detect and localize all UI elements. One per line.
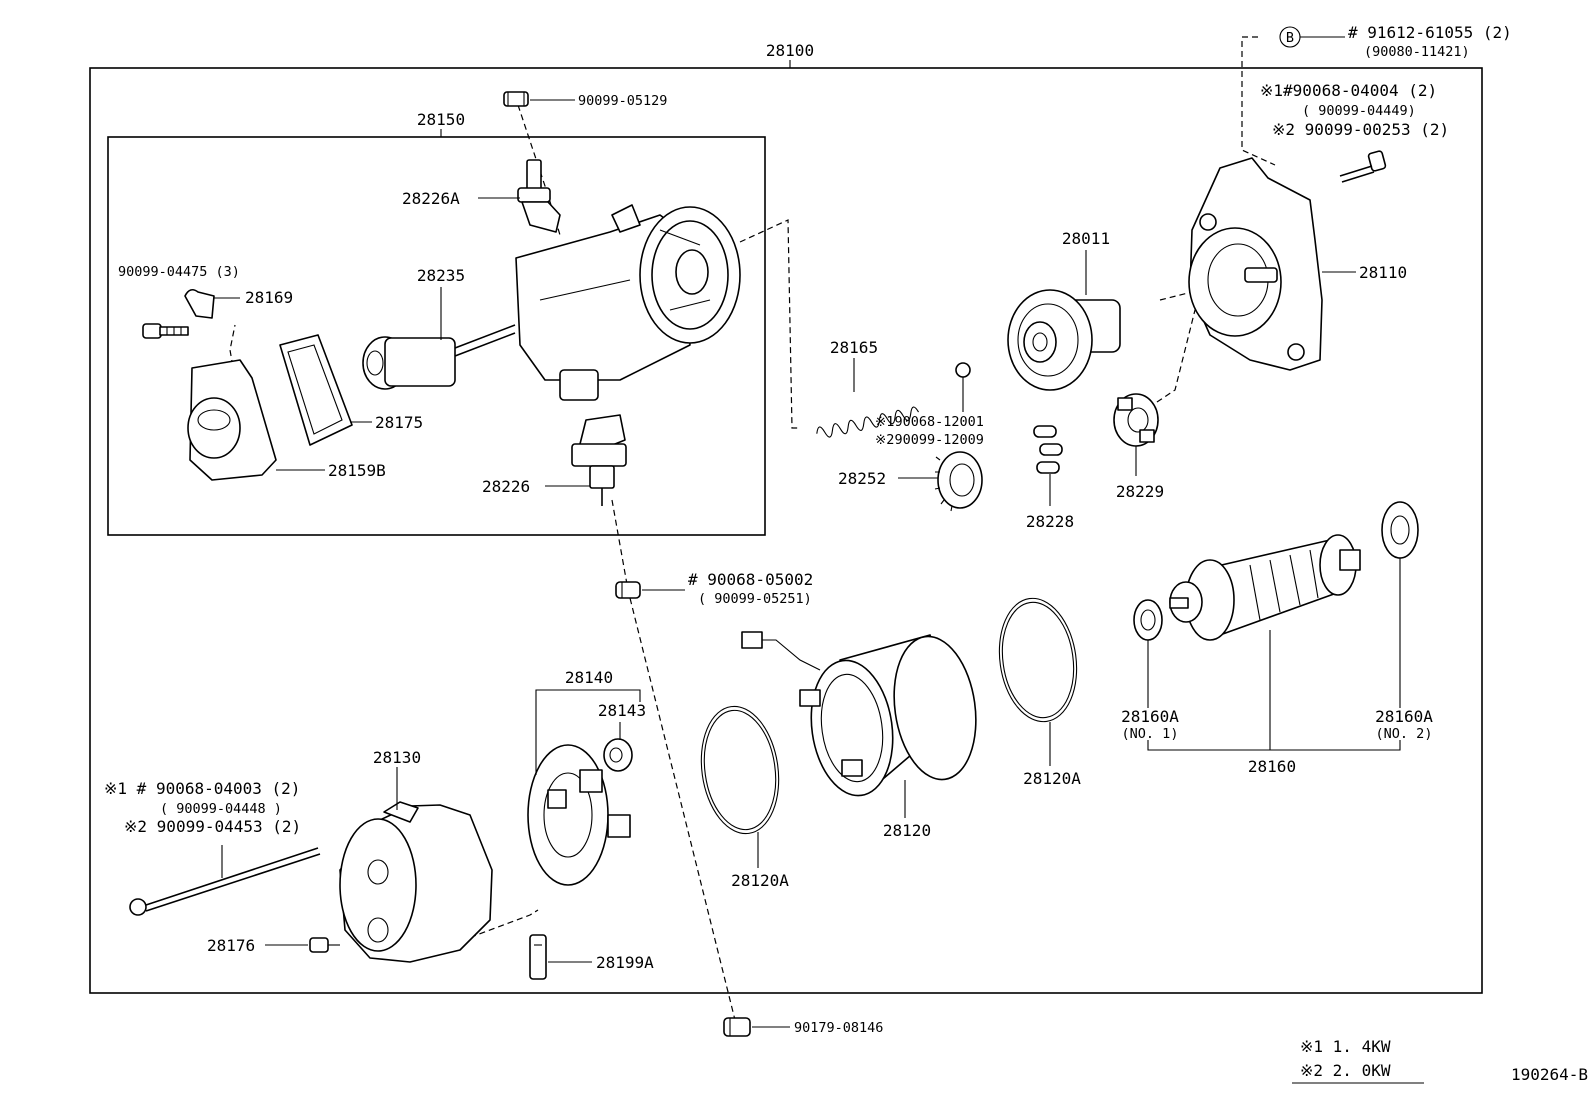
label-28226: 28226 [482,477,530,496]
label-90179-08146: 90179-08146 [794,1020,883,1036]
label-28226A: 28226A [402,189,460,208]
label-28160A-no1: 28160A [1121,707,1179,726]
label-28140: 28140 [565,668,613,687]
terminal-bolt-28226A [517,159,561,233]
label-28120A-left: 28120A [731,871,789,890]
o-ring-28120A-left-inner [703,709,777,831]
cover-28159B [187,359,277,481]
end-frame-28130 [339,801,493,963]
plunger-28235 [362,324,516,390]
magnetic-switch-housing [515,204,741,401]
through-bolt-90068-04003 [129,847,321,916]
label-28165: 28165 [830,338,878,357]
label-28110: 28110 [1359,263,1407,282]
armature-28160 [1169,534,1361,641]
bearing-28160A-no2 [1381,501,1419,559]
label-90099-05129: 90099-05129 [578,93,667,109]
label-90068-05002: # 90068-05002 [688,570,813,589]
nut-90068-05002 [615,581,641,599]
steel-ball [955,362,971,378]
terminal-28226 [571,414,627,506]
label-28169: 28169 [245,288,293,307]
legend-note-1: ※1 1. 4KW [1300,1037,1391,1056]
label-bottom-left-line3: ※2 90099-04453 (2) [124,817,301,836]
label-90099-04475: 90099-04475 (3) [118,264,240,280]
label-28252: 28252 [838,469,886,488]
brush-holder-28140 [527,744,631,886]
gear-28252 [934,451,983,512]
label-90068-12001: ※190068-12001 [875,414,984,430]
nut-90179-08146 [723,1017,751,1037]
leader-28160-group [1147,740,1401,751]
axis-drive-dash [1144,289,1201,411]
label-28120A-right: 28120A [1023,769,1081,788]
label-28160: 28160 [1248,757,1296,776]
label-28159B: 28159B [328,461,386,480]
yoke-28120 [741,631,977,797]
brush-spring-28143 [603,738,633,772]
rollers-28228 [1033,425,1063,474]
marker-b-label: B [1286,30,1294,46]
label-top-right-line1: ※1#90068-04004 (2) [1260,81,1437,100]
subassembly-number-label: 28150 [417,110,465,129]
label-28176: 28176 [207,936,255,955]
label-28130: 28130 [373,748,421,767]
legend-note-2: ※2 2. 0KW [1300,1061,1391,1080]
leader-28140-group [535,689,641,702]
label-28175: 28175 [375,413,423,432]
label-91612-61055: # 91612-61055 (2) [1348,23,1512,42]
label-90080-11421: (90080-11421) [1364,44,1470,60]
label-28235: 28235 [417,266,465,285]
assembly-28100-frame [89,67,1483,994]
bolt-90099-00253 [1339,150,1387,183]
screw-28176 [309,937,340,953]
label-top-right-line3: ※2 90099-00253 (2) [1272,120,1449,139]
label-28229: 28229 [1116,482,1164,501]
screw-90099-04475 [142,323,189,339]
label-90099-12009: ※290099-12009 [875,432,984,448]
axis-top-right-dash [1241,36,1276,166]
label-top-right-line2: ( 90099-04449) [1302,103,1416,119]
nut-90099-05129 [503,91,529,107]
label-28199A: 28199A [596,953,654,972]
label-28143: 28143 [598,701,646,720]
o-ring-28120A-right-inner [1001,601,1075,719]
clip-28169 [184,288,215,319]
label-90099-05251: ( 90099-05251) [698,591,812,607]
subassembly-28150-frame [107,136,766,536]
axis-housing-dash [739,219,800,429]
label-28160A-no2: 28160A [1375,707,1433,726]
o-ring-28120A-left [700,705,780,835]
gasket-28175 [279,334,353,446]
retainer-28229 [1113,393,1159,447]
figure-id: 190264-B [1511,1065,1588,1084]
clutch-28011 [1007,289,1121,391]
label-28160A-no2-note: (NO. 2) [1376,726,1433,742]
label-bottom-left-line2: ( 90099-04448 ) [160,801,282,817]
label-28120: 28120 [883,821,931,840]
label-bottom-left-line1: ※1 # 90068-04003 (2) [104,779,300,798]
bearing-28160A-no1 [1133,599,1163,641]
label-28228: 28228 [1026,512,1074,531]
o-ring-28120A-right [998,597,1078,723]
spring-28165 [816,406,920,438]
label-28160A-no1-note: (NO. 1) [1122,726,1179,742]
grommet-28199A [529,934,547,980]
assembly-number-label: 28100 [766,41,814,60]
housing-28110 [1188,157,1323,371]
label-28011: 28011 [1062,229,1110,248]
